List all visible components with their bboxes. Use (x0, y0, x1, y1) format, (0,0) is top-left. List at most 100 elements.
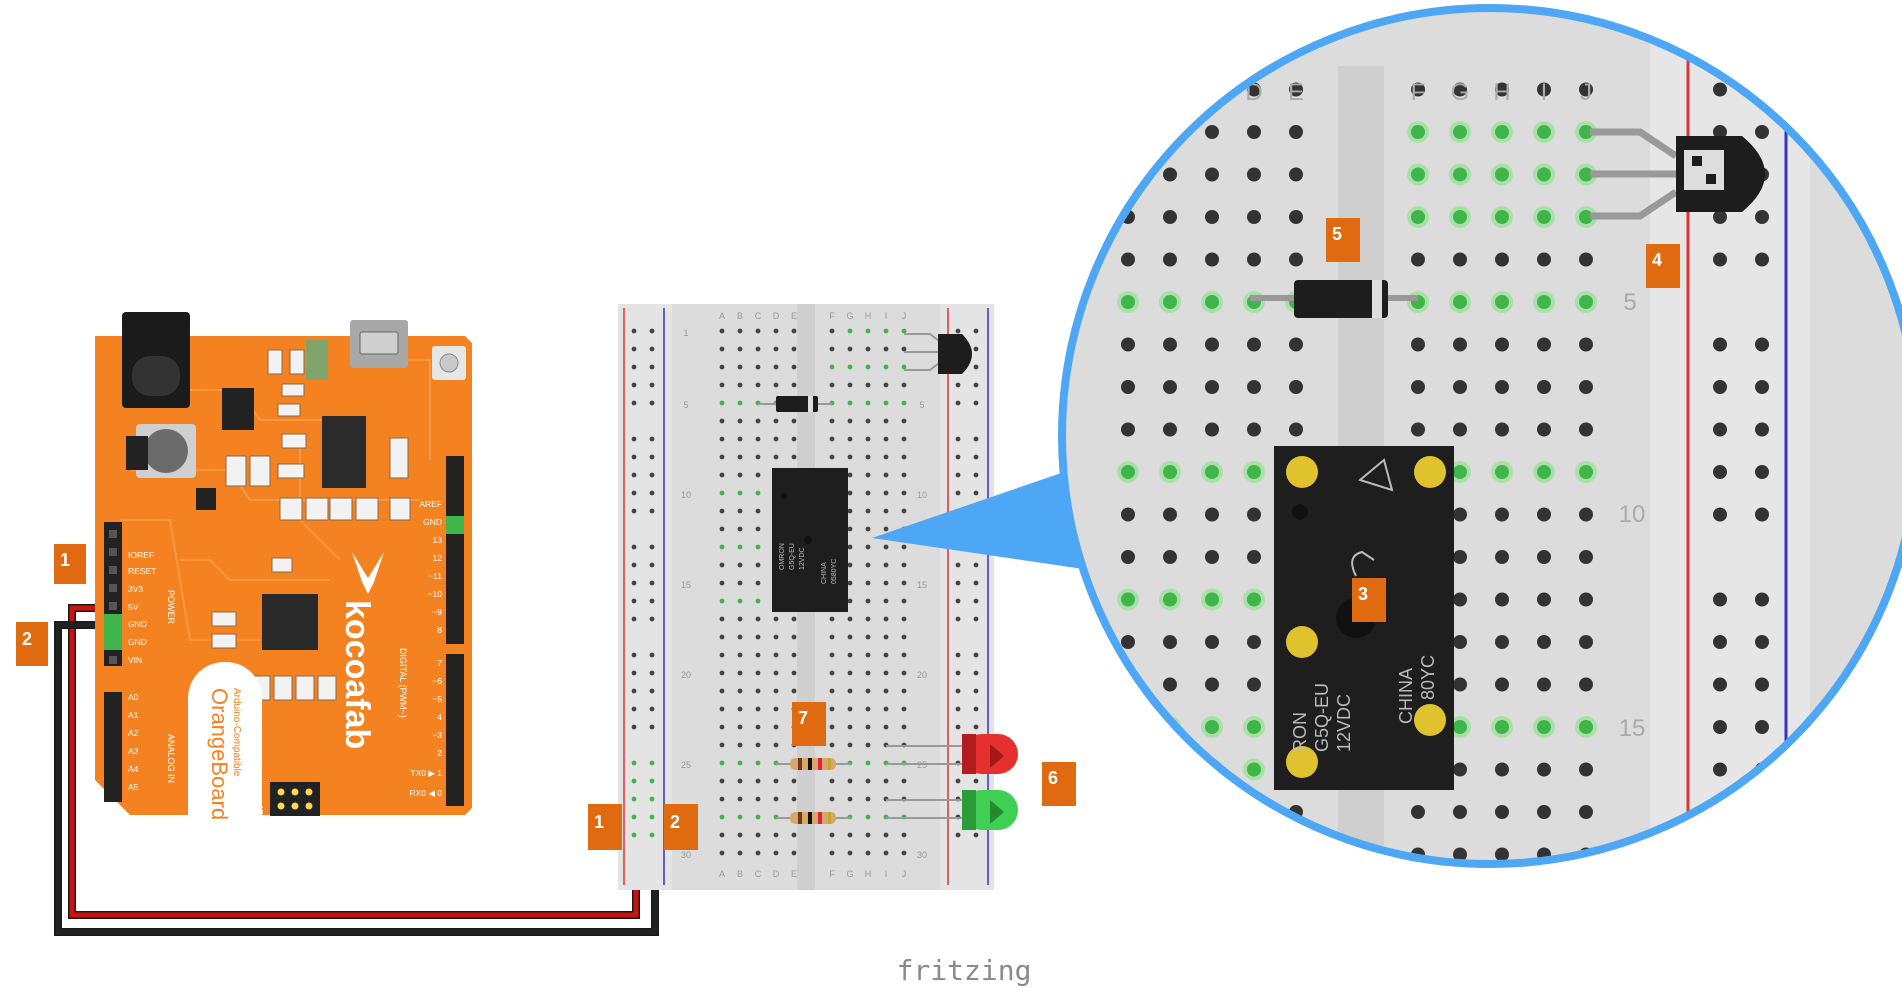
bb-col-e: E (791, 311, 797, 321)
bb-col-d-bottom: D (773, 869, 780, 879)
bb-col-i-bottom: I (885, 869, 888, 879)
pin-gnd-2: GND (128, 637, 147, 647)
bb-col-h-bottom: H (865, 869, 872, 879)
pin-4: 4 (437, 712, 442, 722)
pin-13: 13 (433, 535, 443, 545)
zoom-col-j: J (1580, 79, 1592, 106)
zoom-relay-line5: 80YC (1418, 655, 1438, 700)
board-subtitle: Arduino-Compatible (231, 688, 242, 777)
led-green (962, 790, 1018, 830)
pin-8: 8 (437, 625, 442, 635)
bb-col-e-bottom: E (791, 869, 797, 879)
label-2-breadboard: 2 (670, 812, 680, 832)
resistor-2 (776, 812, 852, 824)
pin-9: ~9 (432, 607, 442, 617)
pin-reset: RESET (128, 566, 156, 576)
usb-chip (322, 416, 366, 488)
pin-a4: A4 (128, 764, 139, 774)
pin-2: 2 (437, 748, 442, 758)
bb-row-10: 10 (681, 490, 691, 500)
bb-col-j-bottom: J (902, 869, 907, 879)
label-5: 5 (1332, 224, 1342, 244)
pin-gnd-1: GND (128, 619, 147, 629)
label-3: 3 (1358, 584, 1368, 604)
zoom-row-10: 10 (1619, 501, 1646, 528)
relay-line2: G5Q-EU (789, 543, 796, 570)
pin-7: 7 (437, 658, 442, 668)
bb-row-25: 25 (681, 760, 691, 770)
fritzing-logo-text: fritzing (897, 954, 1032, 987)
relay-line1: OMRON (779, 543, 786, 570)
zoom-pointer (872, 470, 1090, 570)
label-7: 7 (798, 708, 808, 728)
pin-a3: A3 (128, 746, 139, 756)
label-1-breadboard: 1 (594, 812, 604, 832)
bb-col-f: F (829, 311, 835, 321)
breadboard: A B C D E F G H I J A B C D E F G H I J … (618, 304, 1018, 890)
bb-col-a-bottom: A (719, 869, 725, 879)
zoom-relay-line1: RON (1290, 712, 1310, 752)
analog-header-label: ANALOG IN (166, 734, 176, 783)
bb-row-1: 1 (683, 328, 688, 338)
bb-col-c-bottom: C (755, 869, 762, 879)
bb-col-c: C (755, 311, 762, 321)
diode (776, 396, 818, 412)
digital-header-top (446, 456, 464, 644)
relay-line5: 0580YC (831, 559, 838, 584)
pin-ioref: IOREF (128, 550, 154, 560)
zoom-relay-line2: G5Q-EU (1312, 683, 1332, 752)
zoom-view: D E F G H I J 5 10 15 (1058, 4, 1902, 868)
pin-a0: A0 (128, 692, 139, 702)
bb-row-10-right: 10 (917, 490, 927, 500)
power-header-label: POWER (166, 590, 176, 625)
relay-line4: CHINA (821, 562, 828, 584)
pin-12: 12 (433, 553, 443, 563)
bb-row-20: 20 (681, 670, 691, 680)
led-red (962, 734, 1018, 774)
microcontroller (262, 594, 318, 650)
zoom-col-i: I (1541, 79, 1548, 106)
digital-header-bottom (446, 654, 464, 806)
pin-a1: A1 (128, 710, 139, 720)
bb-row-20-right: 20 (917, 670, 927, 680)
pin-a5: A5 (128, 782, 139, 792)
pin-vin: VIN (128, 655, 142, 665)
brand-text: kocoafab (338, 600, 376, 749)
bb-col-g: G (846, 311, 853, 321)
zoom-col-e: E (1288, 79, 1304, 106)
bb-row-30: 30 (681, 850, 691, 860)
pin-a2: A2 (128, 728, 139, 738)
bb-col-a: A (719, 311, 725, 321)
bb-col-d: D (773, 311, 780, 321)
bb-row-15: 15 (681, 580, 691, 590)
zoom-col-g: G (1451, 79, 1470, 106)
bb-col-h: H (865, 311, 872, 321)
pin-3v3: 3V3 (128, 584, 143, 594)
bb-row-15-right: 15 (917, 580, 927, 590)
pin-gnd-3: GND (423, 517, 442, 527)
pin-aref: AREF (419, 499, 442, 509)
zoom-relay-line3: 12VDC (1334, 694, 1354, 752)
pin-5: ~5 (432, 694, 442, 704)
zoom-col-f: F (1411, 79, 1426, 106)
zoom-row-5: 5 (1623, 289, 1636, 316)
bb-row-5-right: 5 (919, 400, 924, 410)
relay-line3: 12VDC (799, 547, 806, 570)
zoom-diode (1294, 280, 1388, 318)
orangeboard: IOREF RESET 3V3 5V GND GND VIN A0 A1 A2 … (95, 312, 472, 822)
transistor (938, 334, 972, 374)
bb-col-f-bottom: F (829, 869, 835, 879)
analog-header (104, 692, 122, 802)
pin-3: ~3 (432, 730, 442, 740)
zoom-col-h: H (1493, 79, 1510, 106)
board-name: OrangeBoard (207, 688, 232, 820)
bb-row-30-right: 30 (917, 850, 927, 860)
bb-col-g-bottom: G (846, 869, 853, 879)
label-2-board: 2 (22, 629, 32, 649)
capacitor (144, 429, 188, 473)
resistor-1 (776, 758, 852, 770)
regulator-chip (222, 388, 254, 430)
pin-6: ~6 (432, 676, 442, 686)
pin-11: ~11 (428, 571, 442, 581)
